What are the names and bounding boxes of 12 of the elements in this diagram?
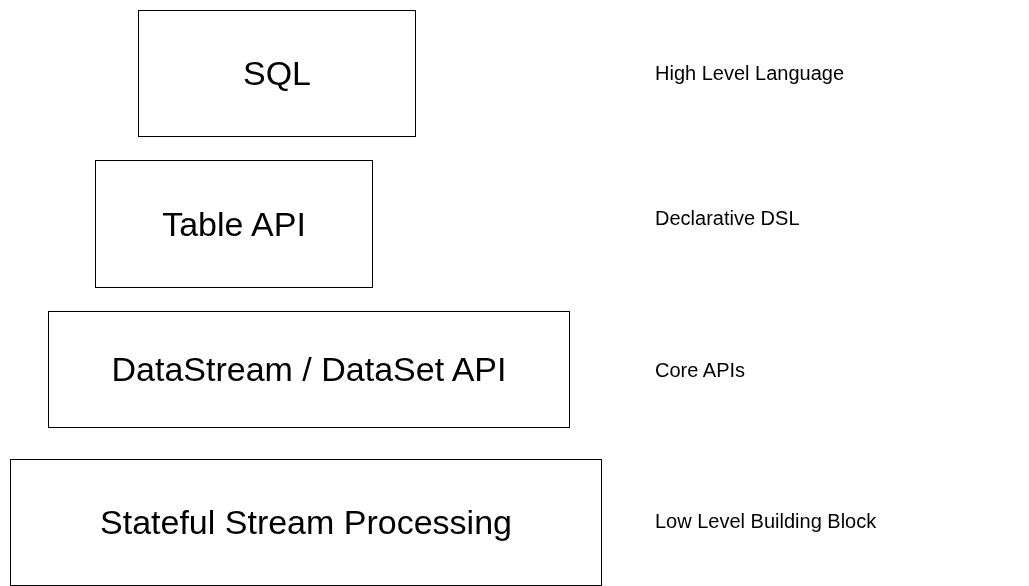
layer-description: Low Level Building Block [655, 511, 877, 531]
layer-title: SQL [242, 53, 311, 94]
layer-box [95, 160, 373, 288]
layer-title: DataStream / DataSet API [111, 349, 507, 390]
layer-box [48, 311, 570, 428]
layer-box [138, 10, 416, 137]
layer-description: Core APIs [655, 360, 746, 380]
layer-description: Declarative DSL [655, 208, 800, 228]
layer-title: Table API [162, 203, 306, 245]
layer-box [10, 459, 602, 586]
layer-description: High Level Language [655, 63, 845, 83]
layer-title: Stateful Stream Processing [100, 502, 512, 543]
